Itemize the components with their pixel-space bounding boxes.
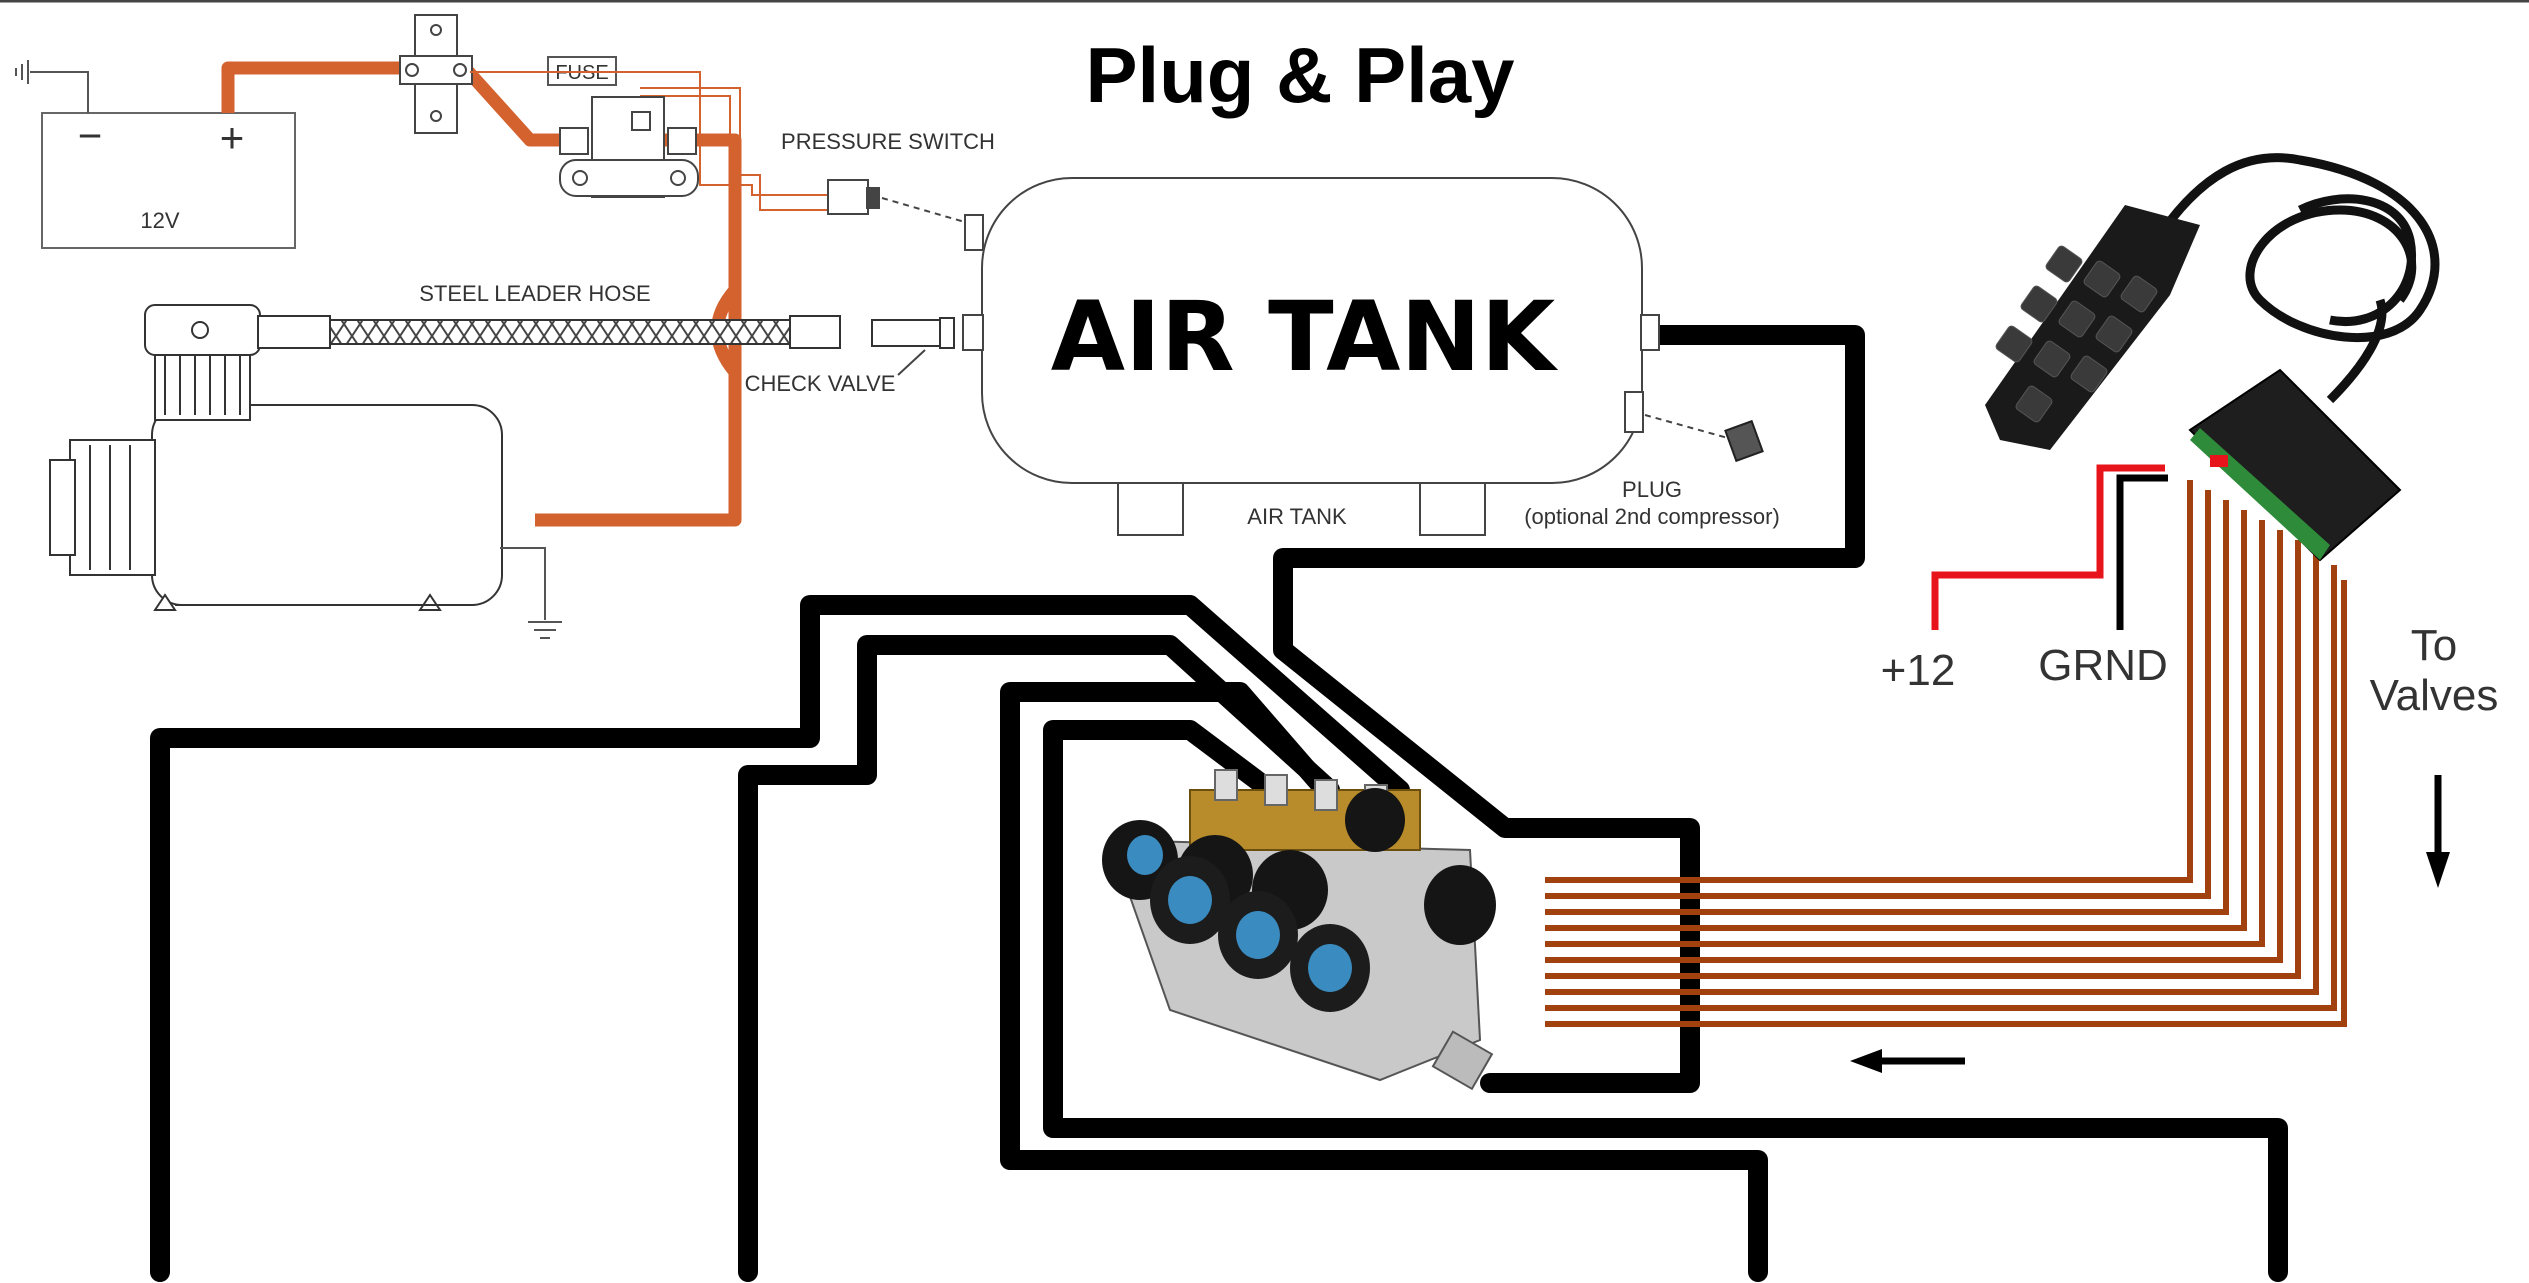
page-title: Plug & Play <box>1085 31 1514 119</box>
ground-label: GRND <box>2038 641 2168 690</box>
air-line-2 <box>738 635 1340 1282</box>
plug-label-line1: PLUG <box>1622 477 1682 502</box>
air-tank-big-label: AIR TANK <box>1051 281 1559 393</box>
check-valve-label: CHECK VALVE <box>745 371 896 396</box>
air-tank-small-label: AIR TANK <box>1247 504 1347 529</box>
compressor-ground-icon <box>500 547 562 639</box>
positive-label: +12 <box>1881 646 1956 695</box>
controller-cable <box>2146 153 2440 404</box>
steel-leader-hose-label: STEEL LEADER HOSE <box>419 281 650 306</box>
ground-wire <box>2116 474 2168 630</box>
battery-plus: + <box>220 114 245 161</box>
plug-label-line2: (optional 2nd compressor) <box>1524 504 1780 529</box>
relay <box>559 96 699 198</box>
battery-voltage: 12V <box>140 208 179 233</box>
down-arrow-icon <box>2426 775 2450 888</box>
compressor <box>49 304 503 611</box>
check-valve <box>871 317 955 376</box>
fuse-holder <box>399 14 473 134</box>
battery: 12V − + <box>41 112 296 249</box>
positive-wire <box>1931 464 2165 630</box>
valve-manifold <box>1102 769 1496 1091</box>
steel-leader-hose <box>257 315 841 349</box>
to-valves-label-line1: To <box>2411 621 2457 670</box>
air-line-3 <box>1000 682 1768 1282</box>
plug <box>1644 414 1764 463</box>
air-lines <box>150 325 2288 1282</box>
to-valves-label-line2: Valves <box>2370 671 2499 720</box>
controller-module <box>2188 368 2402 562</box>
air-line-4 <box>1043 720 2288 1282</box>
left-arrow-icon <box>1850 1049 1965 1073</box>
tank-to-valves-line <box>1273 325 1865 1093</box>
battery-ground-icon <box>15 60 89 113</box>
pressure-switch <box>827 179 976 226</box>
air-tank <box>962 177 1660 536</box>
switch-wires <box>470 71 835 211</box>
switch-pad <box>1985 205 2200 450</box>
pressure-switch-label: PRESSURE SWITCH <box>781 129 995 154</box>
valve-signal-wires <box>1545 480 2347 1027</box>
air-line-1 <box>150 595 1410 1282</box>
battery-minus: − <box>78 112 103 159</box>
